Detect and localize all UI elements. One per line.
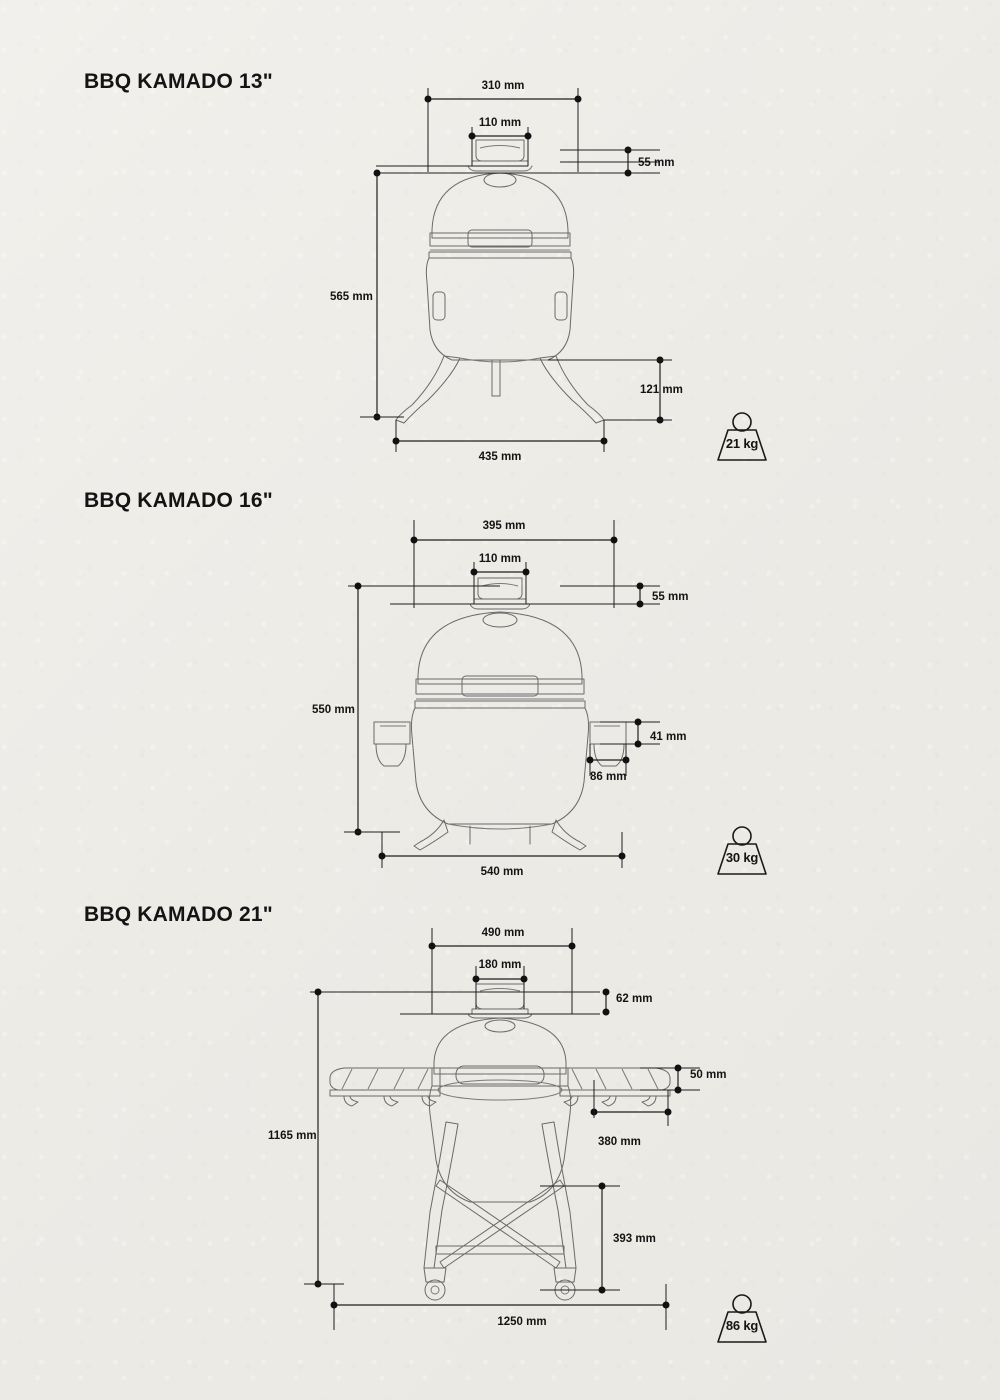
section-title-kamado-16: BBQ KAMADO 16" <box>84 489 273 512</box>
dim-label: 55 mm <box>652 591 688 603</box>
dim-label: 180 mm <box>479 959 522 971</box>
dim-label: 435 mm <box>479 451 522 463</box>
dim-label: 41 mm <box>650 731 686 743</box>
weight-label: 21 kg <box>725 436 759 451</box>
dim-label: 110 mm <box>479 553 521 565</box>
weight-icon <box>717 1294 767 1343</box>
kamado-16-illustration <box>373 577 627 851</box>
dim-label: 1165 mm <box>268 1130 317 1142</box>
dim-label: 540 mm <box>481 866 524 878</box>
dim-label: 86 mm <box>590 771 626 783</box>
section-title-kamado-13: BBQ KAMADO 13" <box>84 70 273 93</box>
weight-icon <box>717 826 767 875</box>
kamado-21-illustration <box>329 983 671 1301</box>
dim-label: 565 mm <box>330 291 373 303</box>
dim-label: 50 mm <box>690 1069 726 1081</box>
weight-badge-kamado-13: 21 kg <box>706 408 778 468</box>
dim-label: 550 mm <box>312 704 355 716</box>
dim-label: 110 mm <box>479 117 521 129</box>
weight-badge-kamado-21: 86 kg <box>706 1290 778 1350</box>
dim-label: 55 mm <box>638 157 674 169</box>
dim-label: 380 mm <box>598 1136 641 1148</box>
dim-label: 490 mm <box>482 927 525 939</box>
dim-label: 393 mm <box>613 1233 656 1245</box>
dim-label: 395 mm <box>483 520 526 532</box>
dim-label: 62 mm <box>616 993 652 1005</box>
weight-badge-kamado-16: 30 kg <box>706 822 778 882</box>
section-title-kamado-21: BBQ KAMADO 21" <box>84 903 273 926</box>
kamado-13-dimensions: 310 mm 110 mm 55 mm 565 mm 121 mm 435 mm <box>330 80 683 463</box>
dim-label: 121 mm <box>640 384 683 396</box>
weight-label: 86 kg <box>725 1318 759 1333</box>
dim-label: 1250 mm <box>497 1316 546 1328</box>
kamado-16-dimensions: 395 mm 110 mm 55 mm 550 mm 41 mm 86 mm <box>312 520 688 878</box>
kamado-13-illustration <box>395 139 605 424</box>
weight-icon <box>717 412 767 461</box>
weight-label: 30 kg <box>725 850 759 865</box>
dim-label: 310 mm <box>482 80 525 92</box>
kamado-21-dimensions: 490 mm 180 mm 62 mm 50 mm 1165 mm 380 mm <box>268 927 726 1330</box>
